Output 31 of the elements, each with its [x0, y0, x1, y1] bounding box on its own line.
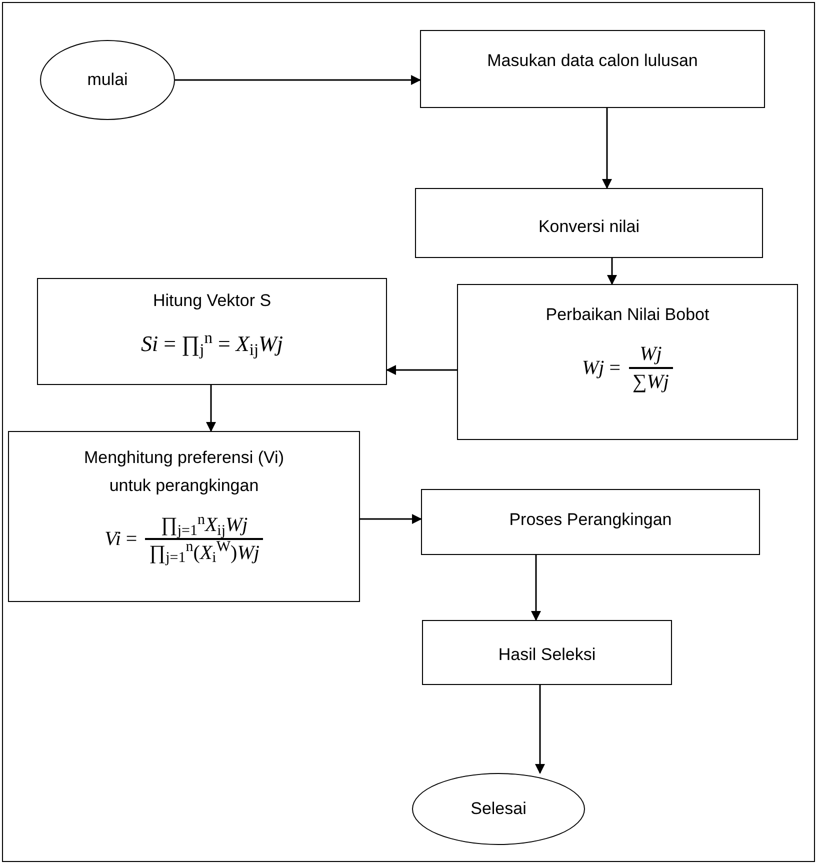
- formula-numerator: Wj: [638, 342, 663, 367]
- formula-denominator: ∑Wj: [632, 370, 670, 394]
- process-label: Proses Perangkingan: [508, 509, 673, 531]
- formula: Si = ∏$_{j}$$^{n}$ = X$_{ij}$Wj: [141, 327, 283, 360]
- arrow: [602, 108, 612, 189]
- arrow: [531, 555, 541, 621]
- process-label: Menghitung preferensi (Vi) untuk perangkingan: [82, 447, 285, 497]
- formula-lhs: Vi =: [104, 526, 138, 552]
- process-label: Konversi nilai: [537, 216, 641, 238]
- process-box: [37, 278, 387, 385]
- process-box: [457, 284, 798, 440]
- formula-denominator: ∏$_{j=1}$$^{n}$(X$_{i}$$^{W}$)Wj: [148, 540, 260, 566]
- arrow: [360, 514, 422, 524]
- process-label: Hitung Vektor S: [152, 290, 272, 312]
- arrow: [175, 75, 421, 85]
- terminal-label: mulai: [87, 69, 128, 92]
- process-label: Hasil Seleksi: [497, 644, 597, 666]
- process-box: [421, 489, 760, 555]
- formula-lhs: Wj =: [582, 356, 620, 381]
- process-box: [422, 620, 672, 685]
- process-box: [415, 188, 763, 258]
- terminal-label: Selesai: [470, 798, 526, 820]
- arrow: [386, 365, 457, 375]
- process-box: [8, 431, 360, 602]
- formula-numerator: ∏$_{j=1}$$^{n}$X$_{ij}$Wj: [160, 512, 249, 538]
- arrow: [206, 385, 216, 432]
- arrow: [535, 685, 545, 774]
- arrow: [607, 258, 617, 285]
- process-label: Perbaikan Nilai Bobot: [544, 304, 710, 326]
- process-box: [420, 30, 765, 108]
- process-label: Masukan data calon lulusan: [486, 50, 699, 72]
